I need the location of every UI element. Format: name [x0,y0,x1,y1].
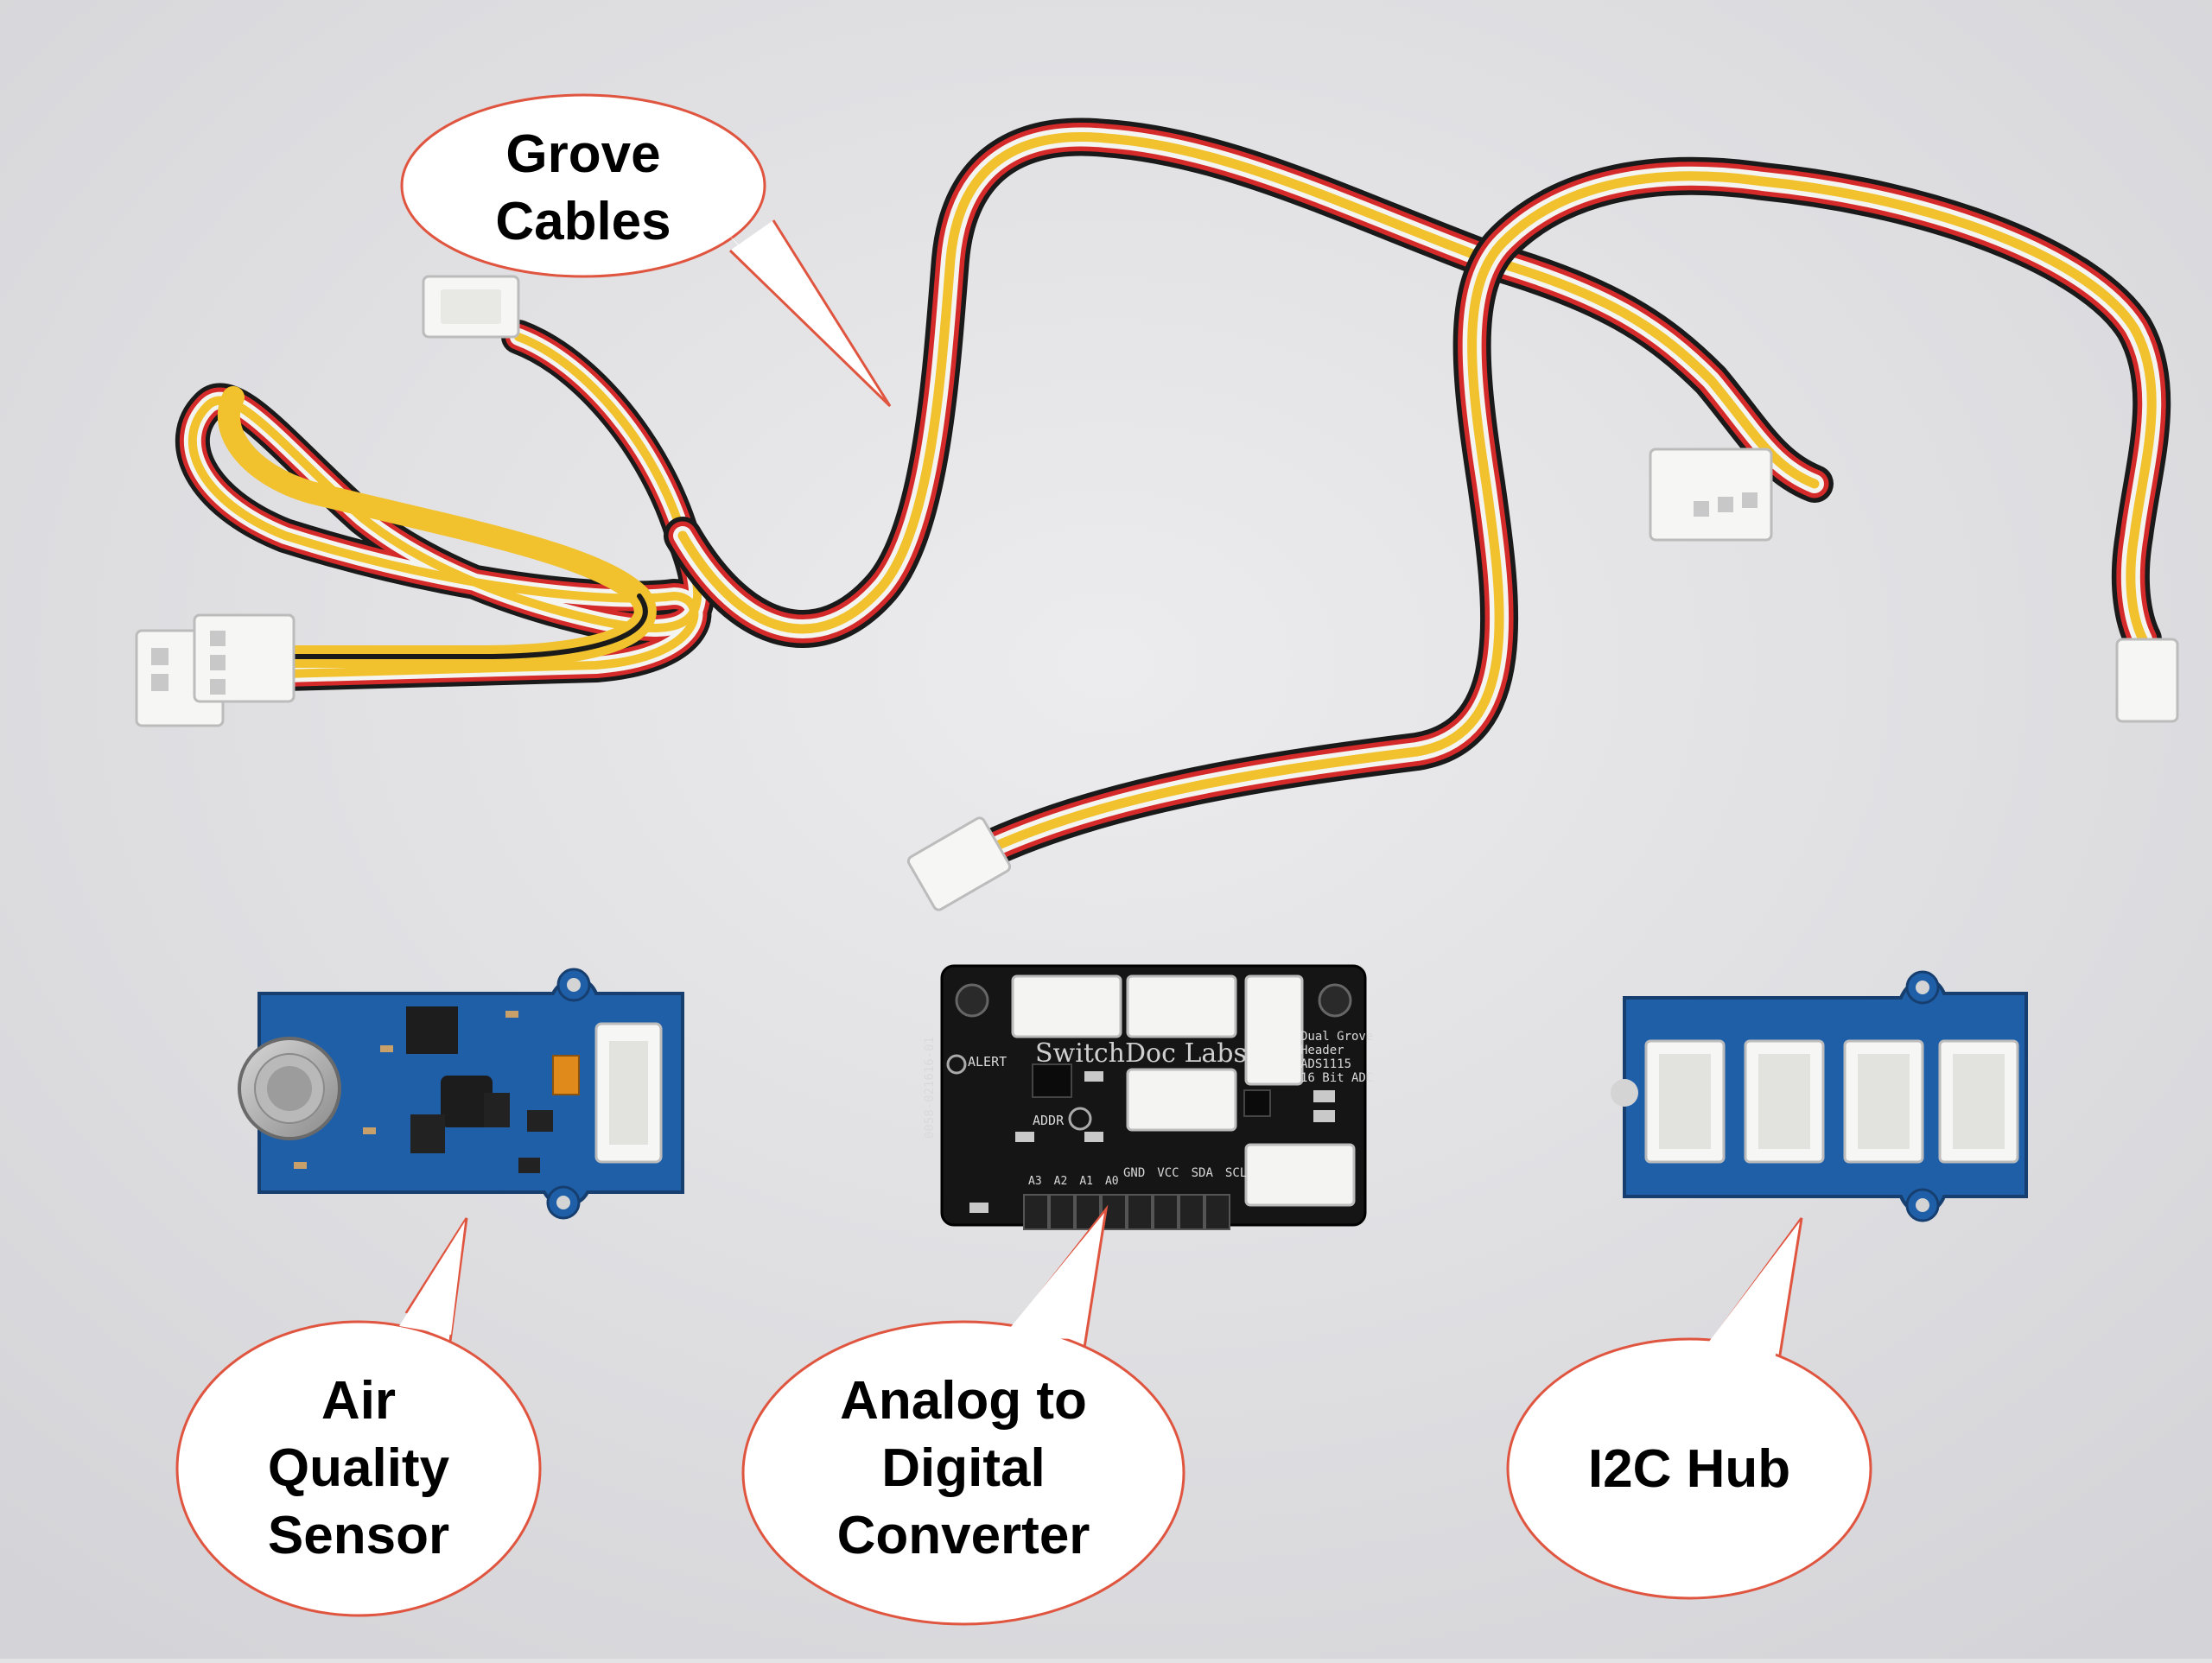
adc-pin-a0: A0 [1104,1175,1119,1188]
grove-connector-bottom-left-b [193,613,296,703]
adc-pin-scl: SCL [1224,1166,1248,1180]
adc-pin-gnd: GND [1123,1166,1146,1180]
callout-grove-cables-line-1: Grove [505,124,661,184]
adc-header-note-line-2: Header [1300,1044,1344,1057]
adc-chip-note-line-1: ADS1115 [1300,1057,1352,1071]
grove-connector-middle-right [1649,447,1773,542]
adc-serial-label: 0058-021616-01 [923,1036,937,1139]
callout-air-quality-line-1: Air [321,1371,397,1431]
adc-analog-pin-labels: A3 A2 A1 A0 [1028,1175,1119,1188]
adc-alert-label: ALERT [968,1054,1007,1070]
callout-air-quality-line-2: Quality [267,1438,450,1498]
callout-grove-cables-line-2: Cables [495,192,671,251]
adc-pin-a1: A1 [1079,1175,1093,1188]
grove-cable-right [940,156,2171,883]
bubble-adc [741,1204,1185,1626]
air-quality-sensor-board [238,968,684,1220]
adc-brand: SwitchDoc Labs [1035,1038,1247,1069]
bubble-i2c-hub [1506,1217,1872,1600]
callout-adc-line-3: Converter [836,1506,1090,1565]
adc-board [940,964,1367,1230]
callout-air-quality-sensor: Air Quality Sensor [220,1368,497,1570]
adc-addr-label: ADDR [1033,1113,1065,1128]
callout-adc-line-2: Digital [881,1438,1046,1498]
grove-connector-top-left [422,275,520,339]
callout-adc: Analog to Digital Converter [773,1368,1154,1570]
callout-i2c-hub-line-1: I2C Hub [1587,1439,1791,1499]
callout-i2c-hub: I2C Hub [1551,1436,1827,1503]
adc-pin-sda: SDA [1191,1166,1213,1180]
i2c-hub-board [1611,970,2028,1222]
adc-pin-header [1023,1194,1230,1230]
grove-connector-center [906,816,1012,911]
adc-pin-a3: A3 [1028,1175,1042,1188]
bubble-air-quality [175,1217,542,1617]
adc-chip-note-line-2: 16 Bit ADC [1300,1071,1374,1085]
adc-pin-vcc: VCC [1157,1166,1179,1180]
grove-connector-far-right [2115,638,2179,723]
adc-pin-a2: A2 [1053,1175,1068,1188]
i2c-hub-sockets [1644,1039,2019,1164]
sensor-chip [406,1006,458,1054]
callout-grove-cables: Grove Cables [445,121,721,256]
adc-header-note-line-1: Dual Grove [1300,1030,1374,1044]
adc-header-note: Dual Grove Header ADS1115 16 Bit ADC [1300,1030,1373,1085]
bubble-grove-cables [400,93,892,408]
adc-pin-labels: GND VCC SDA SCL [1123,1166,1247,1180]
callout-air-quality-line-3: Sensor [267,1506,450,1565]
grove-cable-long [664,117,1834,648]
callout-adc-line-1: Analog to [840,1371,1087,1431]
